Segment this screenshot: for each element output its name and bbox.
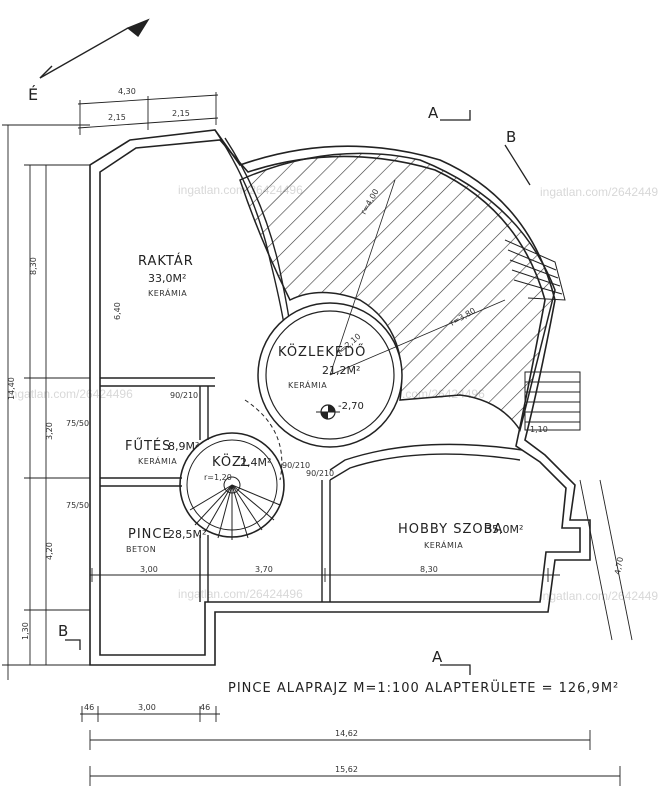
dim-inner-a: 3,00: [140, 565, 158, 574]
dim-raktar-height: 6,40: [113, 302, 122, 320]
dim-right-height: 4,70: [613, 556, 625, 575]
spiral-stair: [179, 432, 285, 540]
room-area: 33,0M²: [148, 272, 186, 285]
dim-left-b: 3,20: [45, 422, 54, 440]
dim-bottom-total1: 14,62: [335, 729, 358, 738]
room-material: KERÁMIA: [148, 287, 187, 298]
room-material: KERÁMIA: [288, 379, 327, 390]
dim-bottom-46: 46: [200, 703, 210, 712]
watermark-text: ingatlan.com/26424496: [8, 387, 133, 401]
watermark-text: ingatlan.com/26424496: [540, 589, 658, 603]
room-area: 28,5M²: [168, 528, 206, 541]
dim-left-total: 14,40: [7, 377, 16, 400]
dim-left-a: 8,30: [29, 257, 38, 275]
watermark-text: ingatlan.com/26424496: [178, 587, 303, 601]
room-name: KÖZLEKEDŐ: [278, 343, 366, 360]
dim-bottom-total2: 15,62: [335, 765, 358, 774]
level-value: -2,70: [338, 401, 364, 412]
dim-left-d: 1,30: [21, 622, 30, 640]
stair-width-dim: 1,10: [530, 425, 548, 434]
section-markers: [65, 110, 531, 675]
interior-walls: [100, 129, 523, 602]
room-pince: PINCE 28,5M² BETON: [126, 527, 206, 554]
section-a-bottom: A: [432, 648, 443, 666]
room-material: KERÁMIA: [424, 539, 463, 550]
dim-inner-b: 3,70: [255, 565, 273, 574]
room-name: HOBBY SZOBA: [398, 522, 503, 537]
room-area: 8,9M²: [168, 440, 199, 453]
level-marker-icon: [316, 404, 340, 420]
dim-inner-c: 8,30: [420, 565, 438, 574]
radius-label: r=1,20: [204, 473, 232, 482]
room-hobby: HOBBY SZOBA 35,0M² KERÁMIA: [398, 522, 523, 550]
dim-top-b: 2,15: [172, 109, 190, 118]
room-kozl: KÖZL 2,4M²: [212, 453, 271, 470]
section-b-left: B: [58, 622, 68, 640]
room-name: RAKTÁR: [138, 253, 194, 269]
section-b-top: B: [506, 128, 516, 146]
left-dimensions: [2, 124, 90, 680]
door-dim: 90/210: [282, 461, 310, 470]
door-dim: 90/210: [170, 391, 198, 400]
room-name: KÖZL: [212, 453, 250, 470]
inner-bottom-dimensions: [90, 568, 560, 582]
room-name: FŰTÉS: [125, 438, 171, 454]
room-area: 2,4M²: [240, 456, 271, 469]
window-dim: 75/50: [66, 419, 89, 428]
room-material: BETON: [126, 545, 156, 554]
straight-stair-upper: [504, 239, 566, 301]
north-label: É: [28, 85, 38, 104]
north-arrow-icon: [39, 18, 150, 79]
plan-title: PINCE ALAPRAJZ M=1:100 ALAPTERÜLETE = 12…: [228, 679, 619, 696]
dim-top-a: 2,15: [108, 113, 126, 122]
room-raktar: RAKTÁR 33,0M² KERÁMIA: [138, 253, 194, 298]
stair-dashed-arc: [244, 399, 283, 481]
room-name: PINCE: [128, 527, 172, 542]
dim-bottom-46: 46: [84, 703, 94, 712]
top-dimensions: [77, 92, 219, 135]
room-material: KERÁMIA: [138, 455, 177, 466]
watermark-text: ingatlan.com/26424496: [540, 185, 658, 199]
room-futes: FŰTÉS 8,9M² KERÁMIA: [125, 438, 199, 466]
section-a-top: A: [428, 104, 439, 122]
straight-stair-lower: [524, 371, 581, 431]
window-dim: 75/50: [66, 501, 89, 510]
room-area: 35,0M²: [485, 523, 523, 536]
door-dim: 90/210: [306, 469, 334, 478]
hatched-fan-area: [239, 152, 556, 432]
dim-top-total: 4,30: [118, 87, 136, 96]
right-dimensions: [579, 479, 633, 641]
dim-left-c: 4,20: [45, 542, 54, 560]
dim-bottom-3: 3,00: [138, 703, 156, 712]
bottom-dimensions: [80, 706, 621, 786]
